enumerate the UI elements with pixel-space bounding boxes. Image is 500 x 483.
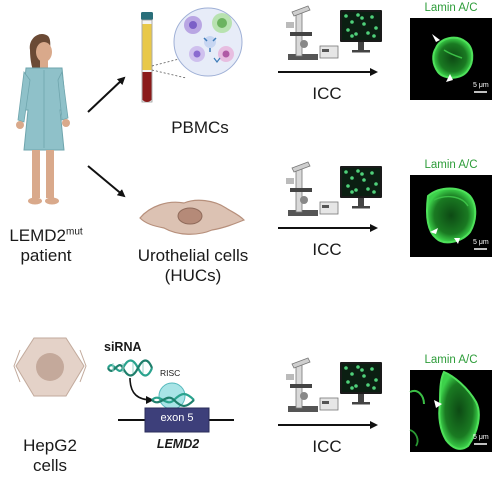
arrowhead-marker	[430, 228, 438, 234]
arrow-to-hucs	[87, 165, 126, 198]
hucs-label-line1: Urothelial cells	[137, 246, 249, 265]
arrow-to-pbmcs	[87, 76, 126, 113]
arrowhead-marker	[446, 74, 453, 82]
arrowhead-marker	[434, 400, 442, 408]
patient-label: LEMD2mut patient	[0, 226, 92, 265]
icc-label-1: ICC	[312, 84, 342, 103]
zoom-line	[151, 69, 187, 79]
lamin-title-2: Lamin A/C	[424, 159, 478, 171]
microscope-setup-3	[286, 357, 382, 412]
hepg2-label-line1: HepG2	[23, 436, 77, 455]
fluorescence-panel-2	[410, 175, 492, 257]
patient-label-sup: mut	[66, 226, 83, 238]
hepg2-cell-icon	[13, 337, 87, 397]
arrowhead-marker	[454, 238, 460, 244]
microscope-setups	[286, 5, 382, 412]
scale-label-2: 5 μm	[473, 239, 489, 246]
sirna-label: siRNA	[104, 340, 142, 354]
patient-label-line2: patient	[20, 245, 72, 265]
lamin-title-1: Lamin A/C	[424, 2, 478, 14]
arrow-to-risc	[129, 377, 154, 404]
pbmcs-label: PBMCs	[171, 118, 229, 137]
scale-label-3: 5 μm	[473, 434, 489, 441]
icc-label-3: ICC	[312, 437, 342, 456]
urothelial-cell-icon	[139, 199, 246, 235]
lemd2-gene-icon	[118, 407, 234, 433]
hucs-label: Urothelial cells (HUCs)	[118, 246, 268, 285]
microscope-setup-1	[286, 5, 382, 60]
hepg2-label-line2: cells	[32, 455, 67, 475]
arrowhead-marker	[432, 34, 440, 42]
exon-label: exon 5	[160, 412, 194, 424]
hucs-label-line2: (HUCs)	[164, 265, 222, 285]
fluorescence-panel-3	[409, 370, 492, 452]
pbmc-zoom-icon	[173, 7, 243, 77]
blood-tube-icon	[141, 12, 153, 103]
scale-label-1: 5 μm	[473, 82, 489, 89]
sirna-helix-icon	[107, 359, 154, 377]
microscope-setup-2	[286, 161, 382, 216]
icc-label-2: ICC	[312, 240, 342, 259]
risc-icon	[151, 382, 195, 410]
gene-label: LEMD2	[156, 437, 200, 451]
patient-figure	[16, 33, 70, 205]
lamin-title-3: Lamin A/C	[424, 354, 478, 366]
fluorescence-panel-1	[410, 18, 492, 100]
patient-label-gene: LEMD2	[9, 226, 66, 245]
risc-label: RISC	[160, 368, 181, 378]
zoom-line	[151, 57, 184, 67]
hepg2-label: HepG2 cells	[0, 436, 100, 475]
